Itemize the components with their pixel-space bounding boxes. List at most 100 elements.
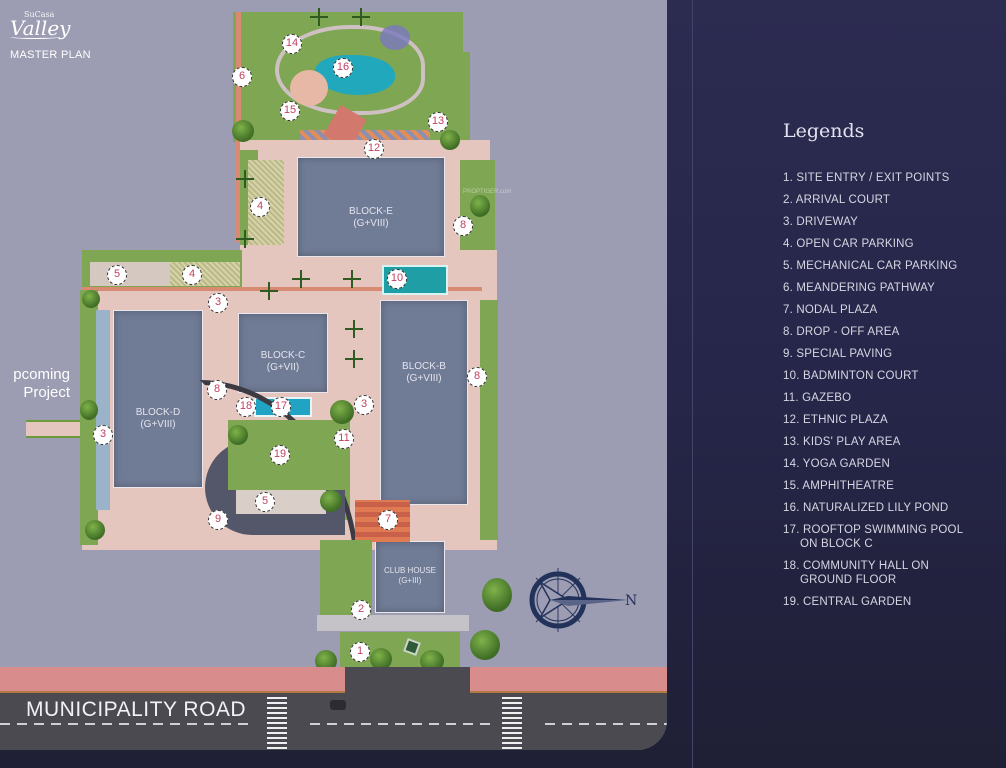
- legend-item: 18. COMMUNITY HALL ON GROUND FLOOR: [783, 559, 963, 587]
- marker-16-lily-pond[interactable]: 16: [333, 58, 353, 78]
- legend-item: 7. NODAL PLAZA: [783, 303, 963, 317]
- legend-item-label: 14. YOGA GARDEN: [783, 458, 890, 470]
- block-e-label: BLOCK-E (G+VIII): [298, 206, 444, 230]
- marker-14-yoga-garden[interactable]: 14: [282, 34, 302, 54]
- tree-icon: [370, 648, 392, 670]
- palm-tree-icon: [352, 8, 370, 26]
- palm-tree-icon: [343, 270, 361, 288]
- block-d-floors: (G+VIII): [140, 419, 176, 430]
- marker-3-driveway-north[interactable]: 3: [208, 293, 228, 313]
- compass-north-icon: [529, 568, 628, 632]
- marker-19-central-garden[interactable]: 19: [270, 445, 290, 465]
- palm-tree-icon: [310, 8, 328, 26]
- marker-3-driveway-east[interactable]: 3: [354, 395, 374, 415]
- marker-10-badminton-court[interactable]: 10: [387, 269, 407, 289]
- legend-item-label: 7. NODAL PLAZA: [783, 304, 878, 316]
- legend-item-label: 15. AMPHITHEATRE: [783, 480, 894, 492]
- brand-logo: SuCasa Valley MASTER PLAN: [10, 10, 91, 61]
- club-house-label: CLUB HOUSE (G+III): [376, 566, 444, 586]
- legend-item: 15. AMPHITHEATRE: [783, 479, 963, 493]
- legend-item: 11. GAZEBO: [783, 391, 963, 405]
- marker-18-community-hall[interactable]: 18: [236, 397, 256, 417]
- side-access-path: [26, 420, 86, 438]
- tree-icon: [320, 490, 342, 512]
- legend-item-continuation: GROUND FLOOR: [800, 574, 897, 586]
- block-b-label: BLOCK-B (G+VIII): [381, 361, 467, 385]
- legend-item: 13. KIDS' PLAY AREA: [783, 435, 963, 449]
- site-entry-road: [345, 667, 470, 695]
- legend-item-label: 2. ARRIVAL COURT: [783, 194, 891, 206]
- building-block-c: BLOCK-C (G+VII): [238, 313, 328, 393]
- marker-2-arrival-court[interactable]: 2: [351, 600, 371, 620]
- legend-item: 2. ARRIVAL COURT: [783, 193, 963, 207]
- building-block-d: BLOCK-D (G+VIII): [113, 310, 203, 488]
- neighbor-project-label: pcoming Project: [0, 366, 70, 402]
- palm-tree-icon: [345, 320, 363, 338]
- block-e-name: BLOCK-E: [349, 206, 393, 217]
- legend-item-label: 4. OPEN CAR PARKING: [783, 238, 914, 250]
- legend-item: 4. OPEN CAR PARKING: [783, 237, 963, 251]
- neighbor-label-line1: pcoming: [13, 366, 70, 383]
- master-plan-map: SuCasa Valley MASTER PLAN pcoming Projec…: [0, 0, 667, 750]
- building-block-e: BLOCK-E (G+VIII): [297, 157, 445, 257]
- badminton-court: [382, 265, 448, 295]
- block-c-name: BLOCK-C: [260, 350, 306, 361]
- block-c-label: BLOCK-C (G+VII): [239, 350, 327, 374]
- marker-8-drop-off-e[interactable]: 8: [453, 216, 473, 236]
- legend-item-label: 19. CENTRAL GARDEN: [783, 596, 912, 608]
- club-house-floors: (G+III): [398, 576, 422, 585]
- marker-12-ethnic-plaza[interactable]: 12: [364, 139, 384, 159]
- marker-4-open-parking-west[interactable]: 4: [182, 265, 202, 285]
- page-title: MASTER PLAN: [10, 49, 91, 61]
- legend-title: Legends: [783, 120, 865, 142]
- legend-item: 19. CENTRAL GARDEN: [783, 595, 963, 609]
- watermark: PROPTIGER.com: [463, 189, 512, 195]
- marker-13-kids-play-area[interactable]: 13: [428, 112, 448, 132]
- curb-right: [470, 691, 667, 693]
- marker-17-rooftop-pool[interactable]: 17: [271, 397, 291, 417]
- brand-name: Valley: [10, 16, 71, 40]
- divider-line: [692, 0, 693, 768]
- lane-divider: [0, 723, 255, 725]
- palm-tree-icon: [345, 350, 363, 368]
- brand-wave-icon: [10, 35, 60, 39]
- lane-divider: [545, 723, 667, 725]
- legend-item: 12. ETHNIC PLAZA: [783, 413, 963, 427]
- marker-9-special-paving[interactable]: 9: [208, 510, 228, 530]
- marker-3-driveway-west[interactable]: 3: [93, 425, 113, 445]
- east-boundary-greens: [480, 300, 498, 540]
- tree-icon: [228, 425, 248, 445]
- legend-item: 1. SITE ENTRY / EXIT POINTS: [783, 171, 963, 185]
- marker-5-mech-parking-north[interactable]: 5: [107, 265, 127, 285]
- marker-11-gazebo[interactable]: 11: [334, 429, 354, 449]
- legend-item-label: 10. BADMINTON COURT: [783, 370, 919, 382]
- tree-icon: [330, 400, 354, 424]
- legend-item-label: 6. MEANDERING PATHWAY: [783, 282, 936, 294]
- legend-item-label: 1. SITE ENTRY / EXIT POINTS: [783, 172, 950, 184]
- tree-icon: [470, 630, 500, 660]
- palm-tree-icon: [292, 270, 310, 288]
- palm-tree-icon: [260, 282, 278, 300]
- entry-canopy: [317, 615, 469, 631]
- marker-1-site-entry[interactable]: 1: [350, 642, 370, 662]
- tree-icon: [420, 650, 444, 672]
- legend-item: 6. MEANDERING PATHWAY: [783, 281, 963, 295]
- west-driveway: [96, 310, 110, 510]
- tree-icon: [232, 120, 254, 142]
- marker-8-drop-off-b[interactable]: 8: [467, 367, 487, 387]
- marker-5-mech-parking-south[interactable]: 5: [255, 492, 275, 512]
- marker-4-open-parking-north[interactable]: 4: [250, 197, 270, 217]
- block-b-floors: (G+VIII): [406, 373, 442, 384]
- legend-item: 3. DRIVEWAY: [783, 215, 963, 229]
- block-c-floors: (G+VII): [266, 362, 300, 373]
- car-icon: [330, 700, 346, 710]
- legend-item: 16. NATURALIZED LILY POND: [783, 501, 963, 515]
- marker-6-meandering-pathway[interactable]: 6: [232, 67, 252, 87]
- marker-7-nodal-plaza[interactable]: 7: [378, 510, 398, 530]
- marker-15-amphitheatre[interactable]: 15: [280, 101, 300, 121]
- building-block-b: BLOCK-B (G+VIII): [380, 300, 468, 505]
- block-e-floors: (G+VIII): [353, 218, 389, 229]
- legend-item-label: 18. COMMUNITY HALL ON: [783, 560, 930, 572]
- palm-tree-icon: [236, 230, 254, 248]
- marker-8-drop-off-d[interactable]: 8: [207, 380, 227, 400]
